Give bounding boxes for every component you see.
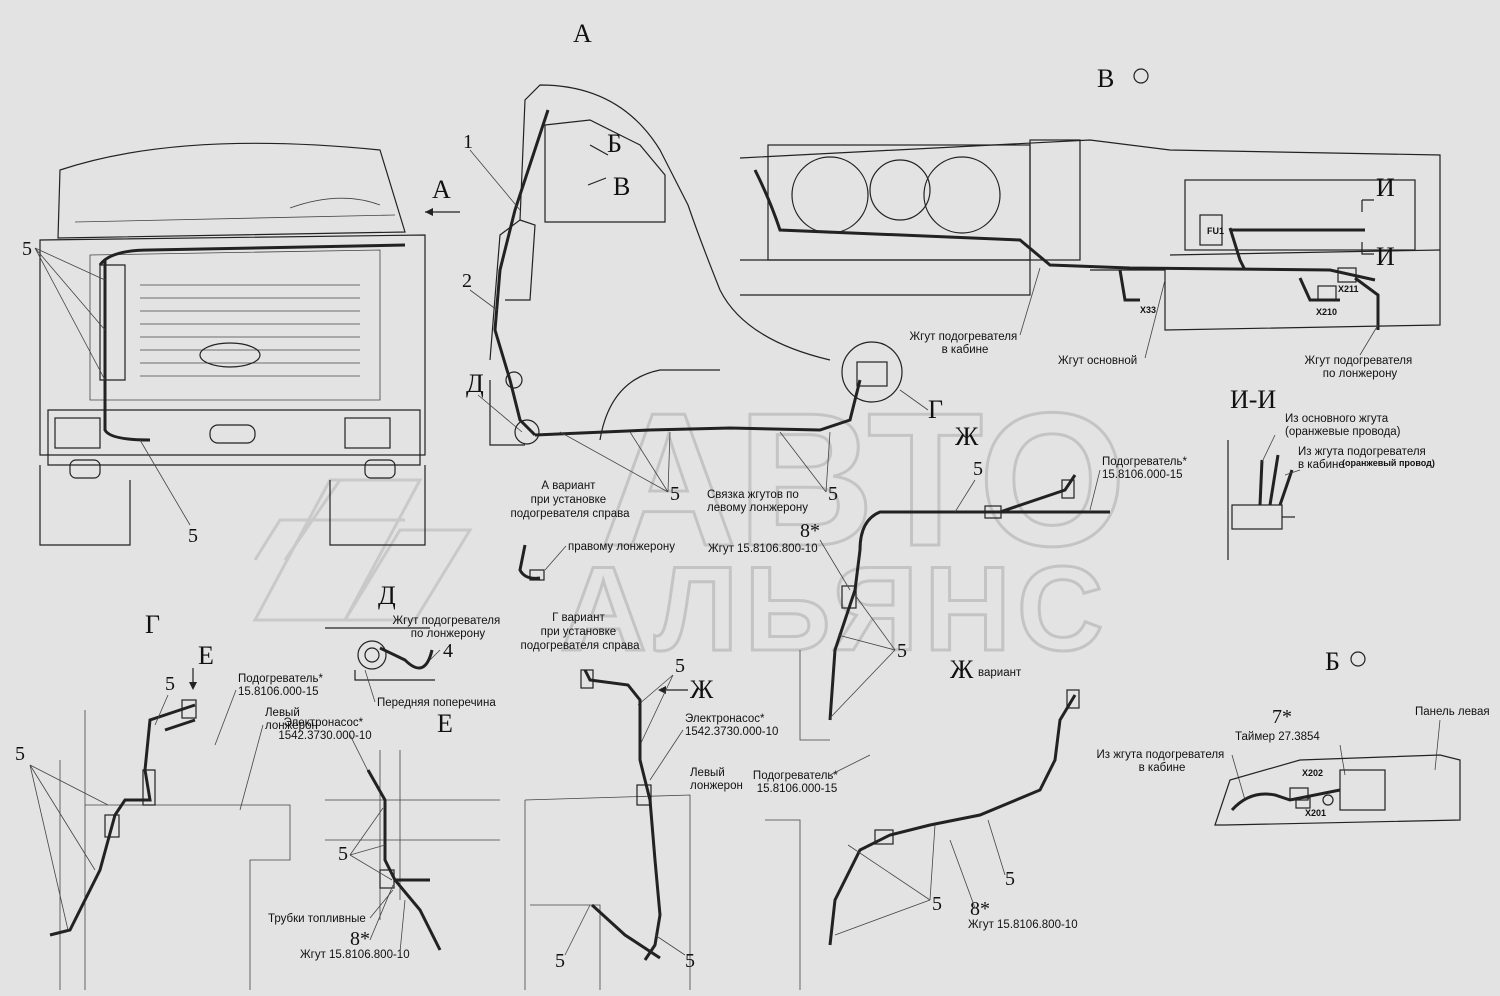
- connector-fu1: FU1: [1207, 226, 1224, 236]
- cab-side-view: [489, 84, 903, 446]
- heater-1-label: Подогреватель* 15.8106.000-15: [1102, 456, 1190, 481]
- callout-5-zh-top: 5: [973, 458, 983, 480]
- view-b-mark: Б: [607, 129, 622, 158]
- left-rail-g-label: Левый лонжерон: [265, 707, 318, 732]
- from-heater-cab-b-label: Из жгута подогревателя в кабине: [1097, 749, 1228, 774]
- from-heater-harness-cab-label: Из жгута подогревателя в кабине: [1298, 446, 1429, 471]
- callout-5-e: 5: [338, 843, 348, 865]
- callout-5-front-top: 5: [22, 238, 32, 260]
- watermark-line2: АЛЬЯНС: [560, 542, 1110, 676]
- heater-harness-rail-label: Жгут подогревателя по лонжерону: [1305, 355, 1416, 380]
- panel-left-label: Панель левая: [1415, 706, 1490, 718]
- section-i-bottom: И: [1376, 242, 1395, 271]
- main-harness-label: Жгут основной: [1058, 355, 1137, 367]
- callout-8-e: 8*: [350, 928, 370, 950]
- view-a-title: А: [573, 19, 592, 48]
- zh-rail-harness: [799, 474, 1110, 741]
- heater-g-label: Подогреватель* 15.8106.000-15: [238, 673, 326, 698]
- connector-x33: X33: [1140, 305, 1156, 315]
- from-main-harness-label: Из основного жгута (оранжевые провода): [1285, 413, 1401, 438]
- view-v-title: В: [1097, 64, 1114, 93]
- variant-a-detail: [518, 544, 545, 581]
- view-b-rotate-icon: [1350, 651, 1366, 667]
- view-d-mark: Д: [466, 369, 484, 398]
- heater-harness-cab-label: Жгут подогревателя в кабине: [910, 331, 1021, 356]
- callout-5-gv-top: 5: [675, 655, 685, 677]
- callout-5-front-bottom: 5: [188, 525, 198, 547]
- timer-label: Таймер 27.3854: [1235, 731, 1320, 743]
- fuel-pipes-label: Трубки топливные: [268, 913, 366, 925]
- variant-g-label: Г вариант при установке подогревателя сп…: [520, 612, 640, 652]
- pump-g-label: Электронасос* 1542.3730.000-10: [278, 717, 371, 742]
- harness-g-label: Жгут 15.8106.800-10: [300, 949, 410, 961]
- callout-8-zhv: 8*: [970, 898, 990, 920]
- harness-8106-label: Жгут 15.8106.800-10: [708, 543, 818, 555]
- view-zh-mark: Ж: [955, 422, 979, 451]
- variant-a-label: А вариант при установке подогревателя сп…: [510, 480, 630, 520]
- connector-x201: X201: [1305, 808, 1326, 818]
- callout-1: 1: [463, 131, 473, 153]
- watermark-logo: АВТО АЛЬЯНС: [252, 373, 1128, 678]
- right-rail-label: правому лонжерону: [568, 541, 675, 553]
- callout-8-zh: 8*: [800, 520, 820, 542]
- callout-5-zhv-bottom: 5: [932, 893, 942, 915]
- view-g-mark: Г: [928, 395, 943, 424]
- section-i-i-detail: [1227, 434, 1301, 560]
- callout-5-gv-bottom-right: 5: [685, 950, 695, 972]
- view-a-arrow-label: А: [432, 175, 451, 204]
- zh-variant-detail: [765, 689, 1080, 990]
- callout-7: 7*: [1272, 706, 1292, 728]
- view-d-title: Д: [378, 581, 396, 610]
- callout-2: 2: [462, 270, 472, 292]
- orange-wire-label: (оранжевый провод): [1342, 458, 1435, 468]
- callout-5-g-top: 5: [165, 673, 175, 695]
- view-e-title: Е: [437, 709, 453, 738]
- callout-5-cab-b: 5: [828, 483, 838, 505]
- callout-5-cab-a: 5: [670, 483, 680, 505]
- callout-5-g-left: 5: [15, 743, 25, 765]
- truck-front-view: [39, 142, 426, 546]
- callout-4: 4: [443, 640, 453, 662]
- view-v-rotate-icon: [1133, 68, 1149, 84]
- harness-ties-label: Связка жгутов по левому лонжерону: [707, 489, 808, 514]
- heater-zh-label: Подогреватель* 15.8106.000-15: [753, 770, 841, 795]
- zh-variant-title: Ж: [950, 655, 974, 684]
- zh-variant-word: вариант: [978, 667, 1022, 679]
- view-v-mark: В: [613, 172, 630, 201]
- connector-x210: X210: [1316, 307, 1337, 317]
- harness-rail-d-label: Жгут подогревателя по лонжерону: [393, 615, 504, 640]
- callout-5-zhv-right: 5: [1005, 868, 1015, 890]
- view-e-mark: Е: [198, 641, 214, 670]
- left-rail-zh-label: Левый лонжерон: [690, 767, 743, 792]
- b-view-detail: [1214, 754, 1461, 826]
- callout-5-zh-bottom: 5: [897, 640, 907, 662]
- view-g-title: Г: [145, 610, 160, 639]
- e-view-detail: [325, 750, 500, 951]
- front-crossmember-label: Передняя поперечина: [377, 697, 496, 709]
- pump-zh-label: Электронасос* 1542.3730.000-10: [685, 713, 778, 738]
- connector-x202: X202: [1302, 768, 1323, 778]
- dashboard-view: [739, 139, 1441, 331]
- harness-zh-label: Жгут 15.8106.800-10: [968, 919, 1078, 931]
- watermark-line1: АВТО: [600, 374, 1126, 586]
- g-view-detail: [49, 699, 291, 990]
- section-i-i-title: И-И: [1230, 385, 1276, 414]
- section-i-top: И: [1376, 173, 1395, 202]
- connector-x211: X211: [1338, 284, 1359, 294]
- view-zh-mark-2: Ж: [690, 675, 714, 704]
- d-detail: [325, 627, 435, 681]
- view-b-title: Б: [1325, 647, 1340, 676]
- callout-5-gv-bottom-left: 5: [555, 950, 565, 972]
- g-variant-detail: [524, 669, 691, 990]
